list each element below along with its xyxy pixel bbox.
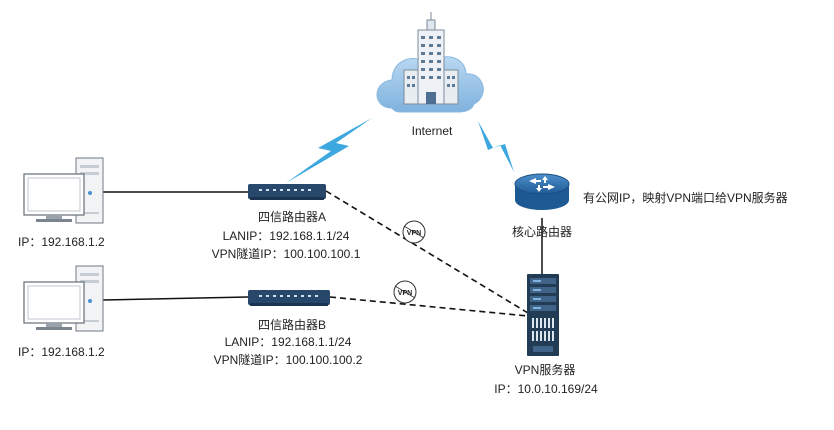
router-a-lan-ip: LANIP：192.168.1.1/24 [223, 229, 350, 243]
core-router-label: 核心路由器 [512, 224, 572, 239]
router-a-icon [248, 184, 326, 200]
pc-a-ip: IP：192.168.1.2 [18, 235, 105, 249]
router-b-vpn-ip: VPN隧道IP：100.100.100.2 [214, 352, 363, 367]
vpn-server-ip: IP：10.0.10.169/24 [494, 382, 598, 396]
internet-label: Internet [412, 124, 453, 138]
router-a-name: 四信路由器A [258, 209, 326, 224]
vpn-badge-b-text: VPN [398, 290, 412, 297]
vpn-tunnel-b [329, 296, 529, 317]
vpn-server-label: VPN服务器 [515, 362, 576, 377]
lightning-bolt-icon-left [286, 118, 372, 183]
link-pc-b-router-b [102, 296, 249, 301]
vpn-badge-a-text: VPN [407, 230, 421, 237]
pc-b-icon [23, 265, 104, 332]
core-router-note: 有公网IP，映射VPN端口给VPN服务器 [583, 190, 788, 205]
internet-cloud-icon [376, 12, 484, 113]
vpn-badge-icon-b: VPN [393, 280, 417, 304]
router-b-name: 四信路由器B [258, 317, 326, 332]
pc-a-icon [23, 157, 104, 224]
building-icon [403, 12, 459, 105]
lightning-bolt-icon-right [478, 121, 514, 172]
router-b-lan-ip: LANIP：192.168.1.1/24 [225, 335, 352, 349]
router-b-icon [248, 290, 330, 306]
core-router-icon [514, 173, 570, 210]
vpn-server-icon [527, 274, 559, 356]
vpn-badge-icon-a: VPN [402, 220, 426, 244]
router-a-vpn-ip: VPN隧道IP：100.100.100.1 [212, 246, 361, 261]
pc-b-ip: IP：192.168.1.2 [18, 345, 105, 359]
